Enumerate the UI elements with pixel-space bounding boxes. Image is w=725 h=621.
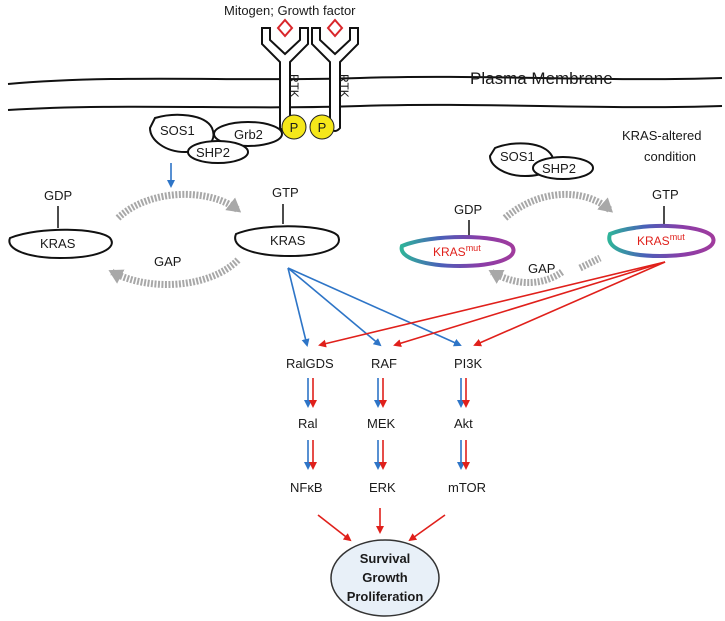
rtk-label-left: RTK <box>287 74 301 98</box>
svg-text:P: P <box>290 120 299 135</box>
arrow-krasmut-ralgds <box>318 261 666 348</box>
arrows-row1-row2 <box>304 378 470 408</box>
kras-mut-active: KRASmut <box>607 223 716 259</box>
phospho-left: P <box>281 114 307 140</box>
outcome-growth: Growth <box>362 570 408 585</box>
sos1-label: SOS1 <box>160 123 195 138</box>
gtp-to-gdp-arrow-mut <box>488 268 565 287</box>
gap-label-right: GAP <box>528 261 555 276</box>
shp2-label: SHP2 <box>196 145 230 160</box>
gdp-label-right: GDP <box>454 202 482 217</box>
plasma-membrane: Plasma Membrane <box>7 69 723 111</box>
ligand-left <box>276 18 294 38</box>
gdp-to-gtp-arrow <box>115 191 242 221</box>
gdp-to-gtp-arrow-mut <box>502 191 614 221</box>
outcome-node: Survival Growth Proliferation <box>330 539 440 617</box>
grb2-label: Grb2 <box>234 127 263 142</box>
svg-text:SHP2: SHP2 <box>542 161 576 176</box>
outcome-proliferation: Proliferation <box>347 589 424 604</box>
node-nfkb: NFκB <box>290 480 323 495</box>
node-erk: ERK <box>369 480 396 495</box>
ligand-right <box>326 18 344 38</box>
svg-text:P: P <box>318 120 327 135</box>
arrow-nfkb-outcome <box>317 514 352 542</box>
node-ralgds: RalGDS <box>286 356 334 371</box>
svg-text:KRASmut: KRASmut <box>637 232 685 248</box>
kras-active: KRAS <box>234 225 340 258</box>
arrow-kras-raf <box>287 267 382 347</box>
kras-inactive: KRAS <box>8 228 113 260</box>
arrow-kras-pi3k <box>287 267 462 347</box>
adaptor-complex-left: SOS1 Grb2 SHP2 <box>148 113 283 164</box>
arrow-krasmut-pi3k <box>473 261 666 347</box>
stimulus-label: Mitogen; Growth factor <box>224 3 356 18</box>
svg-text:KRAS: KRAS <box>40 236 76 251</box>
condition-label-line2: condition <box>644 149 696 164</box>
arrow-kras-ralgds <box>287 267 310 347</box>
node-ral: Ral <box>298 416 318 431</box>
gdp-label-left: GDP <box>44 188 72 203</box>
rtk-label-right: RTK <box>337 74 351 98</box>
gtp-label-right: GTP <box>652 187 679 202</box>
kras-mut-inactive: KRASmut <box>399 235 516 269</box>
node-pi3k: PI3K <box>454 356 483 371</box>
svg-text:KRAS: KRAS <box>270 233 306 248</box>
svg-text:KRASmut: KRASmut <box>433 243 481 259</box>
adaptor-complex-right: SOS1 SHP2 <box>488 142 594 180</box>
node-akt: Akt <box>454 416 473 431</box>
arrows-row2-row3 <box>304 440 470 470</box>
node-mek: MEK <box>367 416 396 431</box>
rtk-receptor-left: RTK <box>261 18 309 132</box>
gtp-to-gdp-arrow <box>108 257 241 288</box>
svg-text:SOS1: SOS1 <box>500 149 535 164</box>
membrane-label: Plasma Membrane <box>470 69 613 88</box>
arrow-krasmut-raf <box>393 261 666 348</box>
node-mtor: mTOR <box>448 480 486 495</box>
node-raf: RAF <box>371 356 397 371</box>
arrow-mtor-outcome <box>408 514 446 542</box>
rtk-receptor-right: RTK <box>311 18 359 132</box>
outcome-survival: Survival <box>360 551 411 566</box>
gap-label-left: GAP <box>154 254 181 269</box>
gtp-label-left: GTP <box>272 185 299 200</box>
phospho-right: P <box>309 114 335 140</box>
condition-label-line1: KRAS-altered <box>622 128 701 143</box>
